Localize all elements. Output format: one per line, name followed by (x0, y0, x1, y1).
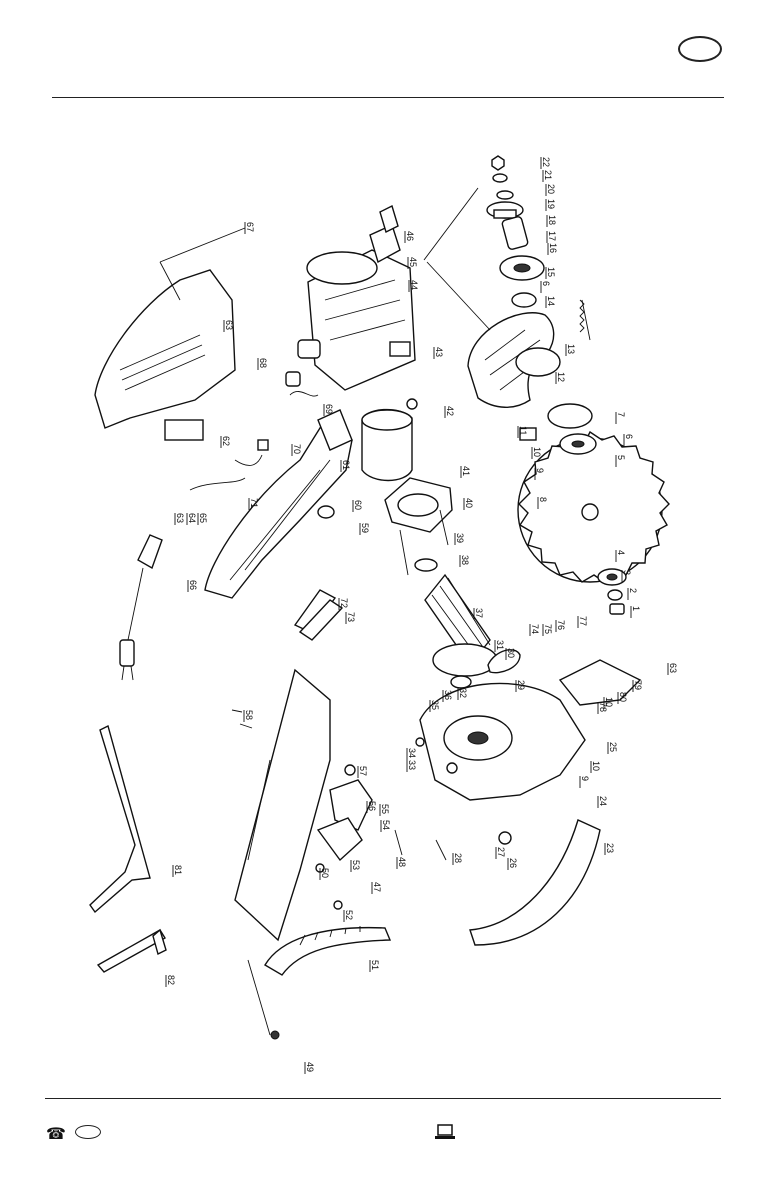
part-label-79: 79 (633, 680, 643, 690)
part-label-9: 9 (580, 776, 590, 781)
part-label-52: 52 (344, 910, 354, 920)
part-label-63: 63 (224, 320, 234, 330)
part-label-20: 20 (546, 184, 556, 194)
part-label-4: 4 (616, 550, 626, 555)
part-label-74: 74 (530, 624, 540, 634)
part-label-66: 66 (188, 580, 198, 590)
base-group (232, 660, 640, 1039)
laptop-icon (434, 1123, 456, 1141)
part-label-47: 47 (372, 882, 382, 892)
part-label-70: 70 (292, 444, 302, 454)
part-label-28: 28 (453, 853, 463, 863)
part-label-43: 43 (434, 347, 444, 357)
language-badge (678, 36, 722, 62)
part-label-49: 49 (305, 1062, 315, 1072)
part-label-10: 10 (532, 447, 542, 457)
part-label-50: 50 (320, 868, 330, 878)
part-label-60: 60 (353, 500, 363, 510)
part-label-35: 35 (430, 700, 440, 710)
part-label-13: 13 (566, 344, 576, 354)
part-label-77: 77 (578, 616, 588, 626)
part-label-26: 26 (508, 858, 518, 868)
part-label-61: 61 (341, 460, 351, 470)
part-label-7: 7 (616, 412, 626, 417)
part-label-31: 31 (495, 640, 505, 650)
part-label-76: 76 (556, 620, 566, 630)
part-label-9: 9 (535, 468, 545, 473)
part-label-75: 75 (543, 624, 553, 634)
part-label-57: 57 (358, 766, 368, 776)
part-label-2: 2 (628, 588, 638, 593)
part-label-18: 18 (547, 215, 557, 225)
part-label-67: 67 (245, 222, 255, 232)
part-label-11: 11 (518, 426, 528, 435)
part-label-24: 24 (598, 796, 608, 806)
part-label-44: 44 (409, 280, 419, 290)
part-label-81: 81 (173, 865, 183, 875)
part-label-45: 45 (408, 257, 418, 267)
part-label-51: 51 (370, 960, 380, 970)
part-label-65: 65 (198, 513, 208, 523)
part-label-38: 38 (460, 555, 470, 565)
part-label-21: 21 (543, 170, 553, 180)
part-label-56: 56 (367, 801, 377, 811)
part-label-29: 29 (516, 680, 526, 690)
blade-group (424, 156, 669, 614)
part-label-63: 63 (668, 663, 678, 673)
part-label-34: 34 (407, 748, 417, 758)
part-label-40: 40 (464, 498, 474, 508)
footer-language-badge (75, 1125, 101, 1139)
part-label-6: 6 (541, 281, 551, 286)
part-label-12: 12 (556, 372, 566, 382)
part-label-33: 33 (407, 760, 417, 770)
accessories-group (90, 726, 166, 972)
part-label-19: 19 (546, 199, 556, 209)
part-label-22: 22 (541, 157, 551, 167)
part-label-23: 23 (605, 843, 615, 853)
part-label-37: 37 (474, 608, 484, 618)
part-label-39: 39 (455, 533, 465, 543)
part-label-17: 17 (547, 231, 557, 241)
part-label-63: 63 (175, 513, 185, 523)
exploded-parts-diagram: 1234567891011121314151617181920212262324… (0, 100, 771, 1090)
part-label-73: 73 (346, 612, 356, 622)
part-label-10: 10 (604, 697, 614, 707)
footer-rule (45, 1098, 721, 1099)
part-label-15: 15 (546, 267, 556, 277)
part-label-27: 27 (496, 847, 506, 857)
part-label-25: 25 (608, 742, 618, 752)
part-label-1: 1 (631, 606, 641, 611)
phone-icon: ☎ (46, 1124, 66, 1144)
part-label-14: 14 (546, 296, 556, 306)
part-label-48: 48 (397, 857, 407, 867)
part-label-10: 10 (591, 761, 601, 771)
part-label-32: 32 (458, 688, 468, 698)
part-label-80: 80 (618, 692, 628, 702)
part-label-54: 54 (381, 820, 391, 830)
part-label-62: 62 (221, 436, 231, 446)
part-label-64: 64 (187, 513, 197, 523)
part-label-55: 55 (380, 804, 390, 814)
part-label-36: 36 (443, 690, 453, 700)
part-label-46: 46 (405, 231, 415, 241)
part-label-3: 3 (622, 570, 632, 575)
part-label-58: 58 (244, 710, 254, 720)
part-label-8: 8 (538, 497, 548, 502)
header-rule (52, 97, 724, 98)
part-label-42: 42 (445, 406, 455, 416)
part-label-6: 6 (624, 434, 634, 439)
part-label-41: 41 (461, 466, 471, 476)
part-label-59: 59 (360, 523, 370, 533)
part-number-labels: 1234567891011121314151617181920212262324… (166, 157, 678, 1074)
part-label-53: 53 (351, 860, 361, 870)
part-label-71: 71 (249, 498, 259, 508)
part-label-5: 5 (616, 455, 626, 460)
part-label-72: 72 (339, 598, 349, 608)
part-label-69: 69 (324, 404, 334, 414)
part-label-16: 16 (548, 243, 558, 253)
part-label-68: 68 (258, 358, 268, 368)
part-label-30: 30 (506, 648, 516, 658)
part-label-82: 82 (166, 975, 176, 985)
